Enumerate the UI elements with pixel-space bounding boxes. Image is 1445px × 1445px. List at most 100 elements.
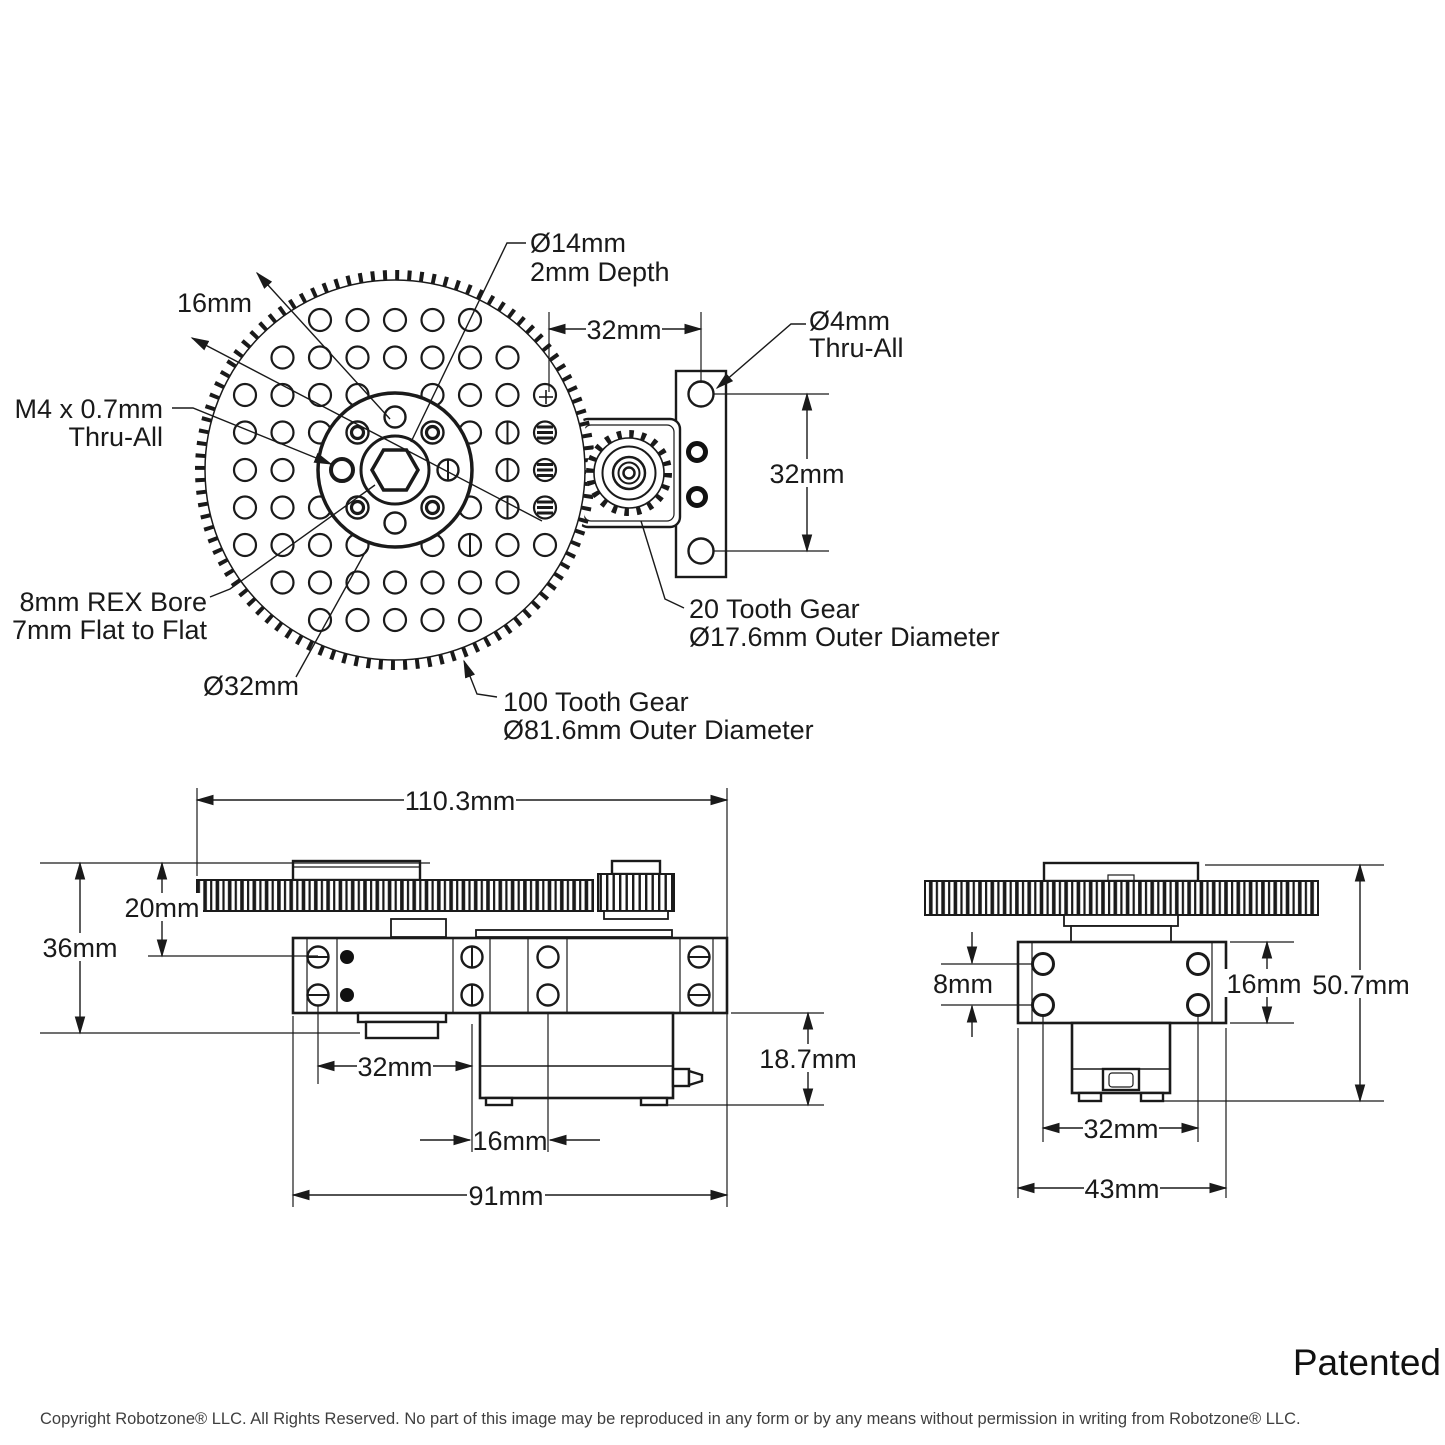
side-bracket <box>1016 940 1228 1025</box>
front-output-flange <box>356 1011 448 1024</box>
side-gear-edge <box>924 880 1319 916</box>
label-tapped-thru: Thru-All <box>68 422 163 452</box>
dim-hole-pitch: 16mm <box>420 1014 600 1156</box>
dim-top-vertical-label: 32mm <box>769 459 844 489</box>
dim-overall-width-label: 110.3mm <box>405 786 516 816</box>
front-wire-boot <box>671 1067 691 1088</box>
side-servo-foot-right <box>1139 1091 1165 1103</box>
leader-tapped-holes <box>172 407 333 465</box>
dim-row-pitch: 8mm <box>933 932 1034 1037</box>
front-channel <box>291 936 729 1015</box>
front-wire-tip <box>687 1069 704 1087</box>
dim-base-width-label: 91mm <box>468 1181 543 1211</box>
dim-bracket-height-label: 16mm <box>1226 969 1301 999</box>
dim-bracket-width-label: 43mm <box>1084 1174 1159 1204</box>
dim-gear-offset: 20mm <box>40 861 430 958</box>
dim-bracket-width: 43mm <box>1016 1028 1228 1204</box>
top-view-annotations: Ø14mm 2mm Depth 16mm M4 x 0.7mm Thru-All… <box>12 228 1000 745</box>
dim-left-height-label: 36mm <box>42 933 117 963</box>
thread-mark-top <box>340 950 354 964</box>
front-view-dimensions: 110.3mm 20mm 36mm <box>40 786 857 1211</box>
copyright-text: Copyright Robotzone® LLC. All Rights Res… <box>40 1410 1301 1428</box>
dim-body-drop: 18.7mm <box>667 1011 857 1107</box>
bracket-screw-bottom <box>686 486 708 508</box>
label-bore-flats: 7mm Flat to Flat <box>12 615 208 645</box>
bracket-mount-hole-top <box>687 380 715 408</box>
dim-body-drop-label: 18.7mm <box>759 1044 857 1074</box>
front-pinion-support <box>603 910 669 920</box>
dim-hole-span-label: 32mm <box>357 1052 432 1082</box>
dim-side-hole-span-label: 32mm <box>1083 1114 1158 1144</box>
side-servo-foot-left <box>1077 1091 1103 1103</box>
gear-20 <box>586 430 672 516</box>
dim-overall-height: 50.7mm <box>1158 863 1414 1103</box>
label-bore-size: 8mm REX Bore <box>19 587 207 617</box>
side-bearing-lower <box>1070 925 1172 943</box>
side-view: 8mm 16mm 50.7mm <box>924 861 1414 1204</box>
side-view-dimensions: 8mm 16mm 50.7mm <box>933 863 1414 1204</box>
dim-gear-offset-label: 20mm <box>124 893 199 923</box>
hub-hole-n <box>383 405 407 429</box>
front-view: 110.3mm 20mm 36mm <box>40 786 857 1211</box>
bracket-screw-top <box>686 441 708 463</box>
side-connector-inner <box>1108 1072 1134 1088</box>
dim-hole-span: 32mm <box>316 1006 474 1152</box>
label-gear20-teeth: 20 Tooth Gear <box>689 594 860 624</box>
top-view: Ø14mm 2mm Depth 16mm M4 x 0.7mm Thru-All… <box>12 228 1000 745</box>
leader-gear20 <box>640 520 685 609</box>
hub-hole-w <box>329 457 355 483</box>
hub-hole-s <box>383 511 407 535</box>
leader-mount-hole <box>715 323 806 389</box>
label-tapped-size: M4 x 0.7mm <box>14 394 163 424</box>
dim-hole-pitch-label: 16mm <box>472 1126 547 1156</box>
dim-top-horizontal: 32mm <box>547 312 703 392</box>
footer: Patented Copyright Robotzone® LLC. All R… <box>40 1342 1441 1428</box>
dim-bracket-height: 16mm <box>1224 940 1306 1025</box>
gear-20-teeth <box>586 430 672 516</box>
side-bearing-upper <box>1063 914 1179 927</box>
front-gear-20-edge <box>597 873 675 912</box>
dim-row-pitch-label: 8mm <box>933 969 993 999</box>
front-gear-100-edge <box>196 879 594 912</box>
bracket-mount-hole-bottom <box>687 537 715 565</box>
dim-top-vertical: 32mm <box>714 392 846 553</box>
leader-bore <box>209 484 376 598</box>
thread-mark-bottom <box>340 988 354 1002</box>
front-top-plate <box>475 929 673 938</box>
leader-recess <box>410 242 526 443</box>
leader-hole-spacing-2 <box>190 337 543 522</box>
leader-hole-spacing-1 <box>255 271 391 420</box>
dim-left-height: 36mm <box>40 861 360 1035</box>
label-gear20-od: Ø17.6mm Outer Diameter <box>689 622 1000 652</box>
patented-label: Patented <box>1293 1342 1441 1383</box>
side-hub-cap <box>1042 861 1200 883</box>
label-recess-depth: 2mm Depth <box>530 257 670 287</box>
label-recess-diameter: Ø14mm <box>530 228 626 258</box>
front-output-shaft <box>364 1020 440 1040</box>
label-gear100-teeth: 100 Tooth Gear <box>503 687 689 717</box>
dim-base-width: 91mm <box>291 1016 729 1211</box>
front-pinion-cap <box>610 859 662 876</box>
leader-gear100 <box>463 659 498 698</box>
front-servo-foot-left <box>484 1096 514 1107</box>
dim-overall-width: 110.3mm <box>195 786 729 1207</box>
front-channel-screws <box>306 945 711 1007</box>
label-hub-od: Ø32mm <box>203 671 299 701</box>
dim-top-horizontal-label: 32mm <box>586 315 661 345</box>
dim-overall-height-label: 50.7mm <box>1312 970 1410 1000</box>
dim-side-hole-span: 32mm <box>1041 1016 1200 1144</box>
front-servo-foot-right <box>639 1096 669 1107</box>
front-servo-body <box>478 1011 704 1107</box>
hub <box>316 391 474 549</box>
label-hole-spacing: 16mm <box>177 288 252 318</box>
gear-100-root-circle <box>204 279 586 661</box>
label-gear100-od: Ø81.6mm Outer Diameter <box>503 715 814 745</box>
side-servo-body <box>1070 1021 1172 1103</box>
front-hub-bearing <box>390 918 447 938</box>
leader-hub-od <box>295 548 368 678</box>
label-mount-thru: Thru-All <box>809 333 904 363</box>
hub-threaded-holes <box>345 420 445 520</box>
side-connector-outer <box>1101 1067 1141 1092</box>
